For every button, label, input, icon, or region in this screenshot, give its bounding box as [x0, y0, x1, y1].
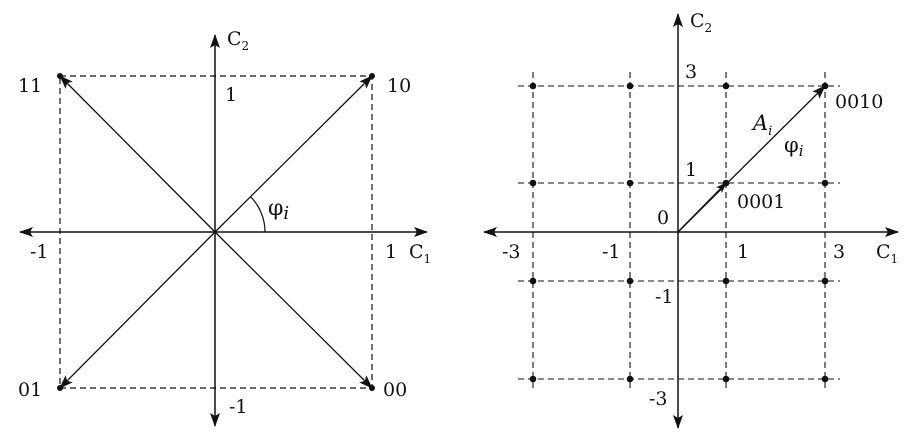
right-tick-y-neg1: -1: [655, 286, 674, 308]
right-axis-x-label: C1: [876, 241, 898, 266]
right-tick-y-neg3: -3: [649, 388, 668, 410]
right-point: [821, 277, 829, 285]
right-point: [626, 375, 634, 383]
left-code-11: 11: [18, 75, 42, 97]
right-point-0010: [821, 82, 829, 90]
left-point-00: [369, 385, 375, 391]
right-constellation-points: [529, 82, 829, 383]
left-vector-10: [214, 75, 373, 233]
right-point: [722, 277, 730, 285]
left-vector-01: [59, 231, 216, 389]
right-code-0001: 0001: [737, 191, 785, 213]
left-point-01: [57, 385, 63, 391]
right-point: [626, 277, 634, 285]
left-diagram: C2 C1 1 -1 1 -1 10 11 01 00 φi: [18, 28, 431, 427]
right-point-0001: [722, 179, 730, 187]
right-tick-x-pos3: 3: [833, 241, 845, 263]
left-axis-y-label: C2: [227, 28, 249, 53]
right-point: [722, 375, 730, 383]
right-point: [722, 82, 730, 90]
left-tick-y-neg: -1: [229, 396, 248, 418]
left-code-01: 01: [18, 379, 42, 401]
left-angle-label: φi: [268, 196, 289, 224]
right-tick-y-pos3: 3: [685, 61, 697, 83]
right-point: [821, 179, 829, 187]
right-amplitude-label: Ai: [751, 111, 772, 139]
right-point: [626, 82, 634, 90]
right-point: [529, 82, 537, 90]
right-point: [529, 277, 537, 285]
right-angle-label: φi: [784, 133, 804, 160]
right-vector-0001: [677, 182, 727, 233]
left-vector-11: [59, 75, 216, 233]
right-tick-x-neg3: -3: [502, 241, 521, 263]
right-point: [529, 179, 537, 187]
left-point-10: [369, 73, 375, 79]
left-code-00: 00: [383, 379, 407, 401]
left-tick-y-pos: 1: [225, 84, 237, 106]
right-point: [821, 375, 829, 383]
left-tick-x-neg: -1: [30, 241, 49, 263]
left-tick-x-pos: 1: [385, 241, 397, 263]
left-axis-x-label: C1: [409, 241, 431, 266]
right-code-0010: 0010: [835, 91, 883, 113]
right-point: [626, 179, 634, 187]
right-tick-x-neg1: -1: [602, 241, 621, 263]
right-diagram: C2 C1 -3 -1 1 3 3 1 -1 -3 0 0001 0010 Ai…: [483, 10, 899, 429]
left-angle-arc: [249, 196, 266, 233]
right-tick-x-pos1: 1: [737, 241, 749, 263]
right-origin-label: 0: [657, 207, 669, 229]
right-axis-y-label: C2: [690, 10, 712, 35]
left-vector-00: [214, 231, 373, 389]
right-point: [529, 375, 537, 383]
left-code-10: 10: [387, 75, 411, 97]
right-tick-y-pos1: 1: [685, 159, 697, 181]
left-point-11: [57, 73, 63, 79]
